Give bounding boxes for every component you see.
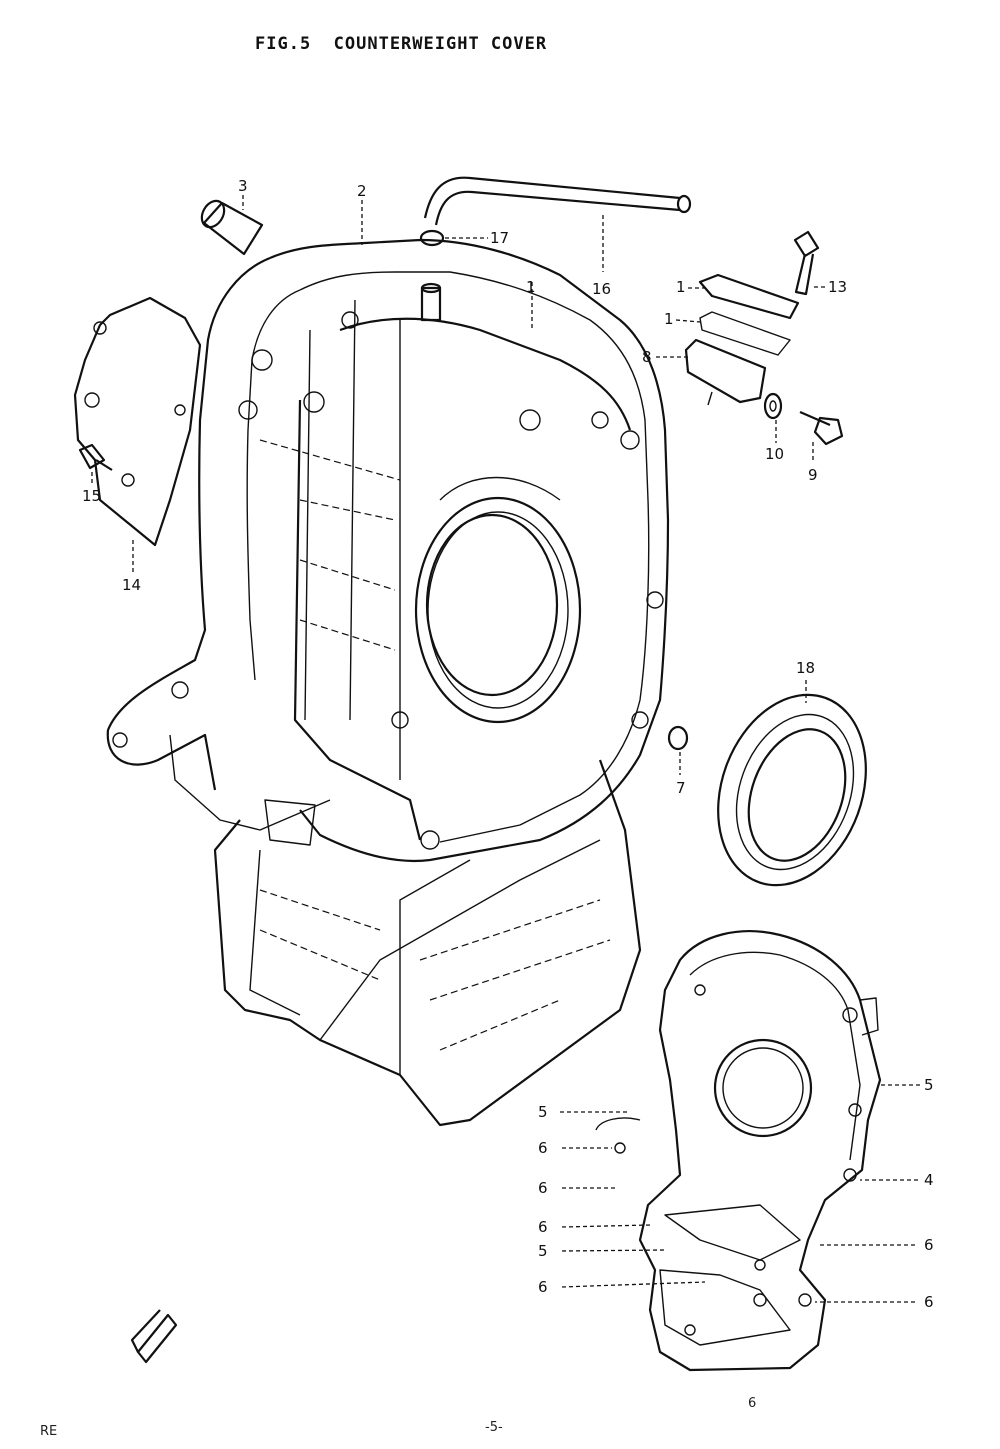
callout-label-11: 1	[676, 278, 686, 296]
clamp-part-17	[419, 229, 445, 247]
callout-label-8: 8	[642, 348, 652, 366]
callout-label-18: 18	[796, 659, 815, 677]
callout-label-6-right-2: 6	[924, 1293, 934, 1311]
callout-label-9: 9	[808, 466, 818, 484]
callout-labels: 1 2 3 17 16 13 1 1 8 10 9 15 14 18 7 5 5…	[82, 177, 934, 1311]
washer-part-10	[763, 392, 783, 420]
callout-label-3: 3	[238, 177, 248, 195]
callout-label-4: 4	[924, 1171, 934, 1189]
bolt-part-13	[793, 230, 820, 296]
footer-left-text: RE	[40, 1424, 58, 1439]
callout-label-6-right-1: 6	[924, 1236, 934, 1254]
hose-part-16	[423, 176, 692, 226]
callout-label-16: 16	[592, 280, 611, 298]
callout-label-14: 14	[122, 576, 141, 594]
callout-label-5-right: 5	[924, 1076, 934, 1094]
bolt-part-9	[799, 410, 844, 446]
counterweight-housing-part-1	[106, 238, 670, 1127]
callout-label-2: 2	[357, 182, 367, 200]
leader-lines	[91, 195, 920, 1303]
switch-part-8	[684, 338, 767, 406]
outer-cover-parts-4-5-6	[595, 930, 882, 1372]
cover-plate-part-14	[73, 296, 202, 547]
callout-label-6-left-4: 6	[538, 1278, 548, 1296]
callout-label-5-left: 5	[538, 1103, 548, 1121]
callout-label-15: 15	[82, 487, 101, 505]
callout-label-12: 1	[664, 310, 674, 328]
callout-label-10: 10	[765, 445, 784, 463]
callout-label-7: 7	[676, 779, 686, 797]
callout-label-6-left-2: 6	[538, 1179, 548, 1197]
callout-label-13: 13	[828, 278, 847, 296]
callout-label-6-left-3: 6	[538, 1218, 548, 1236]
gasket-part-12	[699, 311, 791, 356]
footer-right-text: 6	[748, 1396, 757, 1411]
bolt-part-15	[78, 443, 113, 471]
front-arrow-icon	[130, 1309, 178, 1364]
sleeve-part-3	[200, 199, 264, 256]
callout-label-1: 1	[526, 278, 536, 296]
callout-label-6-left-1: 6	[538, 1139, 548, 1157]
figure-title: FIG.5 COUNTERWEIGHT COVER	[255, 34, 548, 54]
oil-seal-part-18	[717, 693, 867, 887]
page-number: -5-	[485, 1420, 503, 1435]
switch-plate-part-11	[698, 273, 800, 320]
callout-label-5-left-2: 5	[538, 1242, 548, 1260]
callout-label-17: 17	[490, 229, 509, 247]
washer-part-7	[667, 725, 689, 751]
